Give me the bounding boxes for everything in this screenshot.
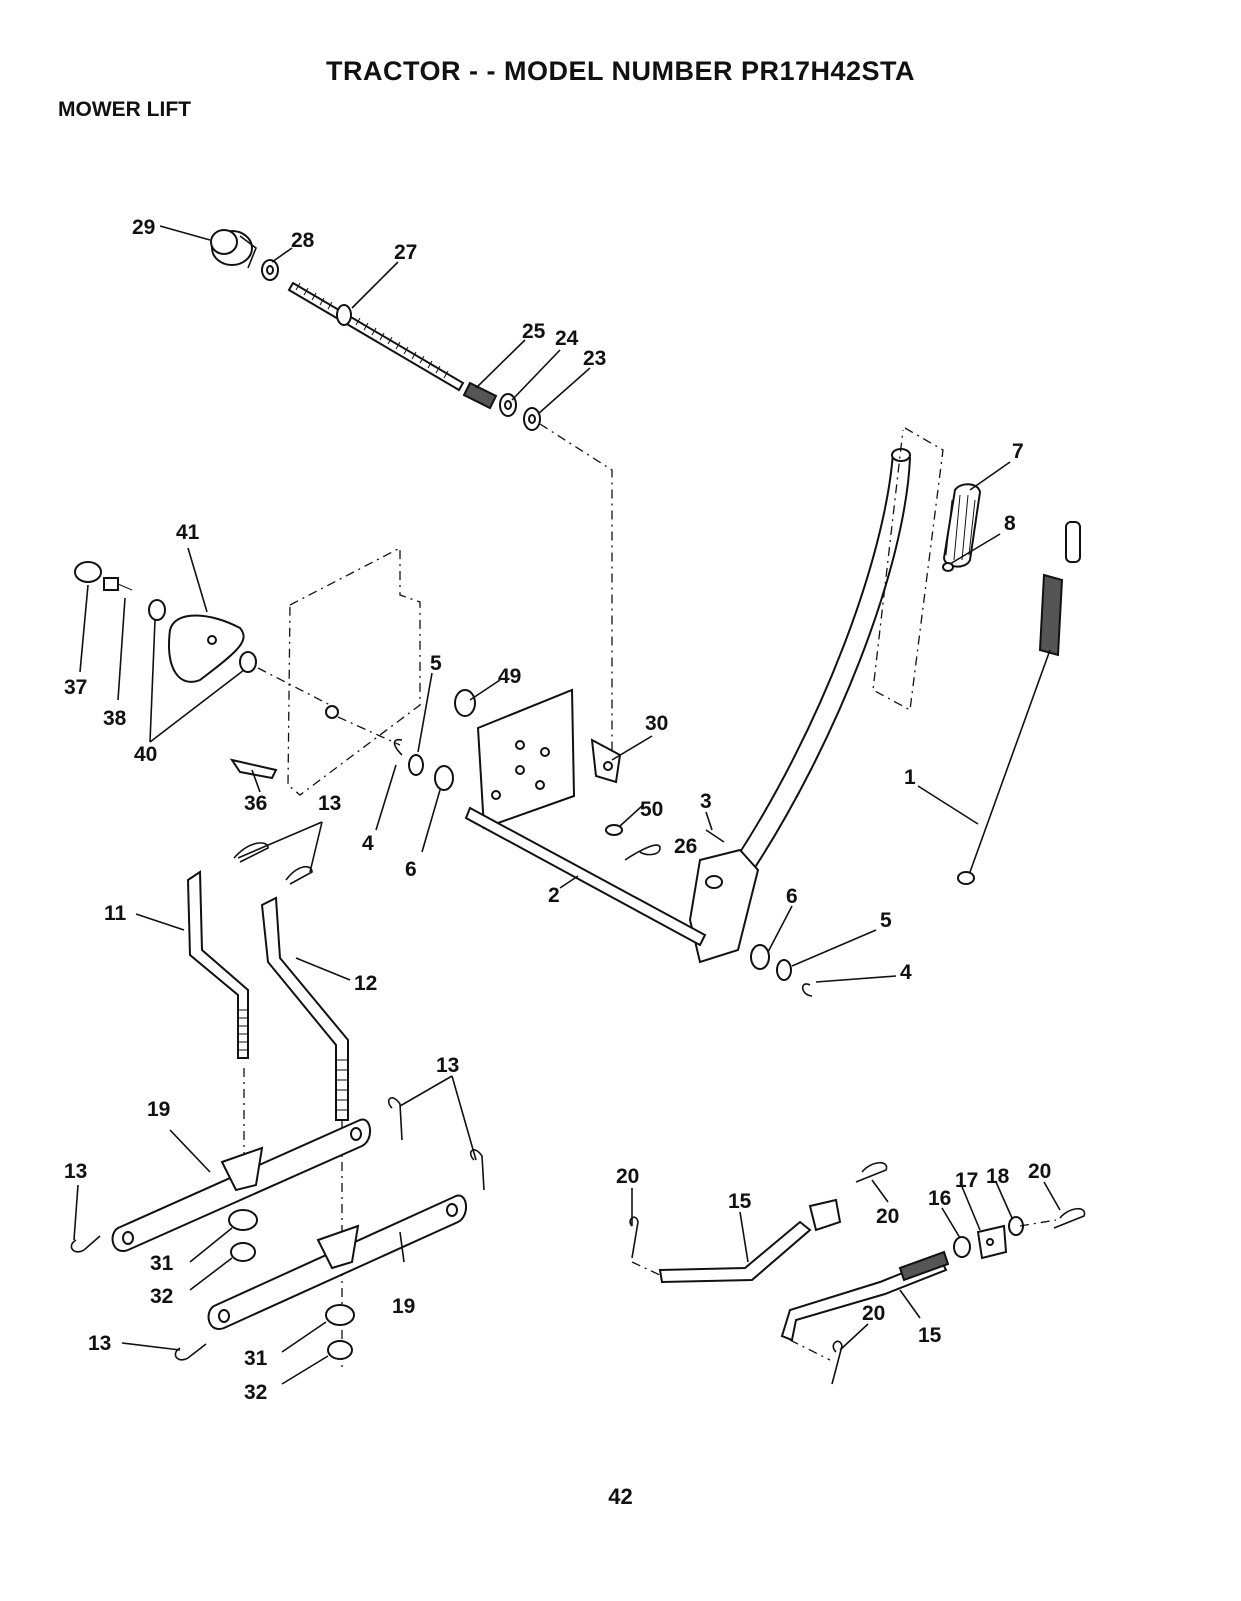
callout-2: 2 <box>548 884 560 907</box>
washer-40b <box>240 652 256 672</box>
callout-13b: 13 <box>436 1054 459 1077</box>
callout-19a: 19 <box>147 1098 170 1121</box>
callout-31a: 31 <box>150 1252 174 1275</box>
callout-32b: 32 <box>244 1381 267 1404</box>
bushing-6a <box>435 766 453 790</box>
nut-32b <box>328 1341 352 1359</box>
spring-25 <box>464 383 496 408</box>
lift-link-11 <box>188 872 248 1058</box>
callout-6a: 6 <box>405 858 417 881</box>
nut-28 <box>262 260 278 280</box>
callout-5b: 5 <box>880 909 892 932</box>
callout-13a: 13 <box>318 792 341 815</box>
retaining-ring-4b <box>803 984 812 996</box>
callout-6b: 6 <box>786 885 798 908</box>
grip-cap-8 <box>943 563 953 571</box>
ring-37 <box>75 562 101 582</box>
callout-49: 49 <box>498 665 521 688</box>
callout-27: 27 <box>394 241 417 264</box>
callout-20b: 20 <box>876 1205 899 1228</box>
callout-20d: 20 <box>862 1302 885 1325</box>
cam-41 <box>169 616 244 682</box>
callout-4a: 4 <box>362 832 374 855</box>
callout-24: 24 <box>555 327 579 350</box>
callout-50: 50 <box>640 798 663 821</box>
callout-12: 12 <box>354 972 377 995</box>
retaining-ring-4a <box>395 740 403 755</box>
callout-13d: 13 <box>88 1332 111 1355</box>
callout-5a: 5 <box>430 652 442 675</box>
callout-11: 11 <box>104 902 127 925</box>
callout-3: 3 <box>700 790 712 813</box>
callout-8: 8 <box>1004 512 1016 535</box>
callout-30: 30 <box>645 712 668 735</box>
callout-37: 37 <box>64 676 87 699</box>
page-number: 42 <box>0 1484 1241 1510</box>
trunnion-30 <box>592 740 620 782</box>
callout-15a: 15 <box>728 1190 752 1213</box>
callout-26: 26 <box>674 835 697 858</box>
callout-36: 36 <box>244 792 267 815</box>
callout-28: 28 <box>291 229 315 252</box>
callout-23: 23 <box>583 347 606 370</box>
callout-41: 41 <box>176 521 200 544</box>
washer-5a <box>409 755 423 775</box>
nut-16 <box>954 1237 970 1257</box>
callout-20a: 20 <box>616 1165 639 1188</box>
callout-15b: 15 <box>918 1324 942 1347</box>
leader-lines <box>74 226 1060 1384</box>
handle-grip-7 <box>944 484 980 566</box>
handle-rod-1 <box>958 522 1080 884</box>
lift-arm-19a <box>113 1120 371 1251</box>
callout-32a: 32 <box>150 1285 173 1308</box>
nut-32a <box>231 1243 255 1261</box>
bolt-38 <box>104 578 132 590</box>
callout-25: 25 <box>522 320 546 343</box>
callout-31b: 31 <box>244 1347 268 1370</box>
callout-19b: 19 <box>392 1295 415 1318</box>
mounting-plate <box>478 690 574 828</box>
bushing-49 <box>455 690 475 716</box>
cross-shaft-2 <box>466 808 705 945</box>
clip-26 <box>625 845 660 860</box>
lift-link-12 <box>262 898 348 1120</box>
callout-38: 38 <box>103 707 127 730</box>
callout-17: 17 <box>955 1169 978 1192</box>
callout-7: 7 <box>1012 440 1024 463</box>
callout-1: 1 <box>904 766 916 789</box>
callout-16: 16 <box>928 1187 951 1210</box>
bushing-6b <box>751 945 769 969</box>
nut-23 <box>524 408 540 430</box>
callout-18: 18 <box>986 1165 1010 1188</box>
washer-50 <box>606 825 622 835</box>
callout-13c: 13 <box>64 1160 87 1183</box>
lift-handle <box>690 449 910 962</box>
pin-3 <box>706 830 724 842</box>
callout-40: 40 <box>134 743 157 766</box>
trunnion-17 <box>978 1226 1006 1258</box>
callout-20c: 20 <box>1028 1160 1051 1183</box>
washer-5b <box>777 960 791 980</box>
spacer-31b <box>326 1305 354 1325</box>
washer-40a <box>149 600 165 620</box>
hair-pin-13a <box>234 843 312 884</box>
threaded-rod-27 <box>289 283 463 390</box>
callout-29: 29 <box>132 216 155 239</box>
spacer-31a <box>229 1210 257 1230</box>
callout-4b: 4 <box>900 961 912 984</box>
knob-29 <box>211 230 256 268</box>
